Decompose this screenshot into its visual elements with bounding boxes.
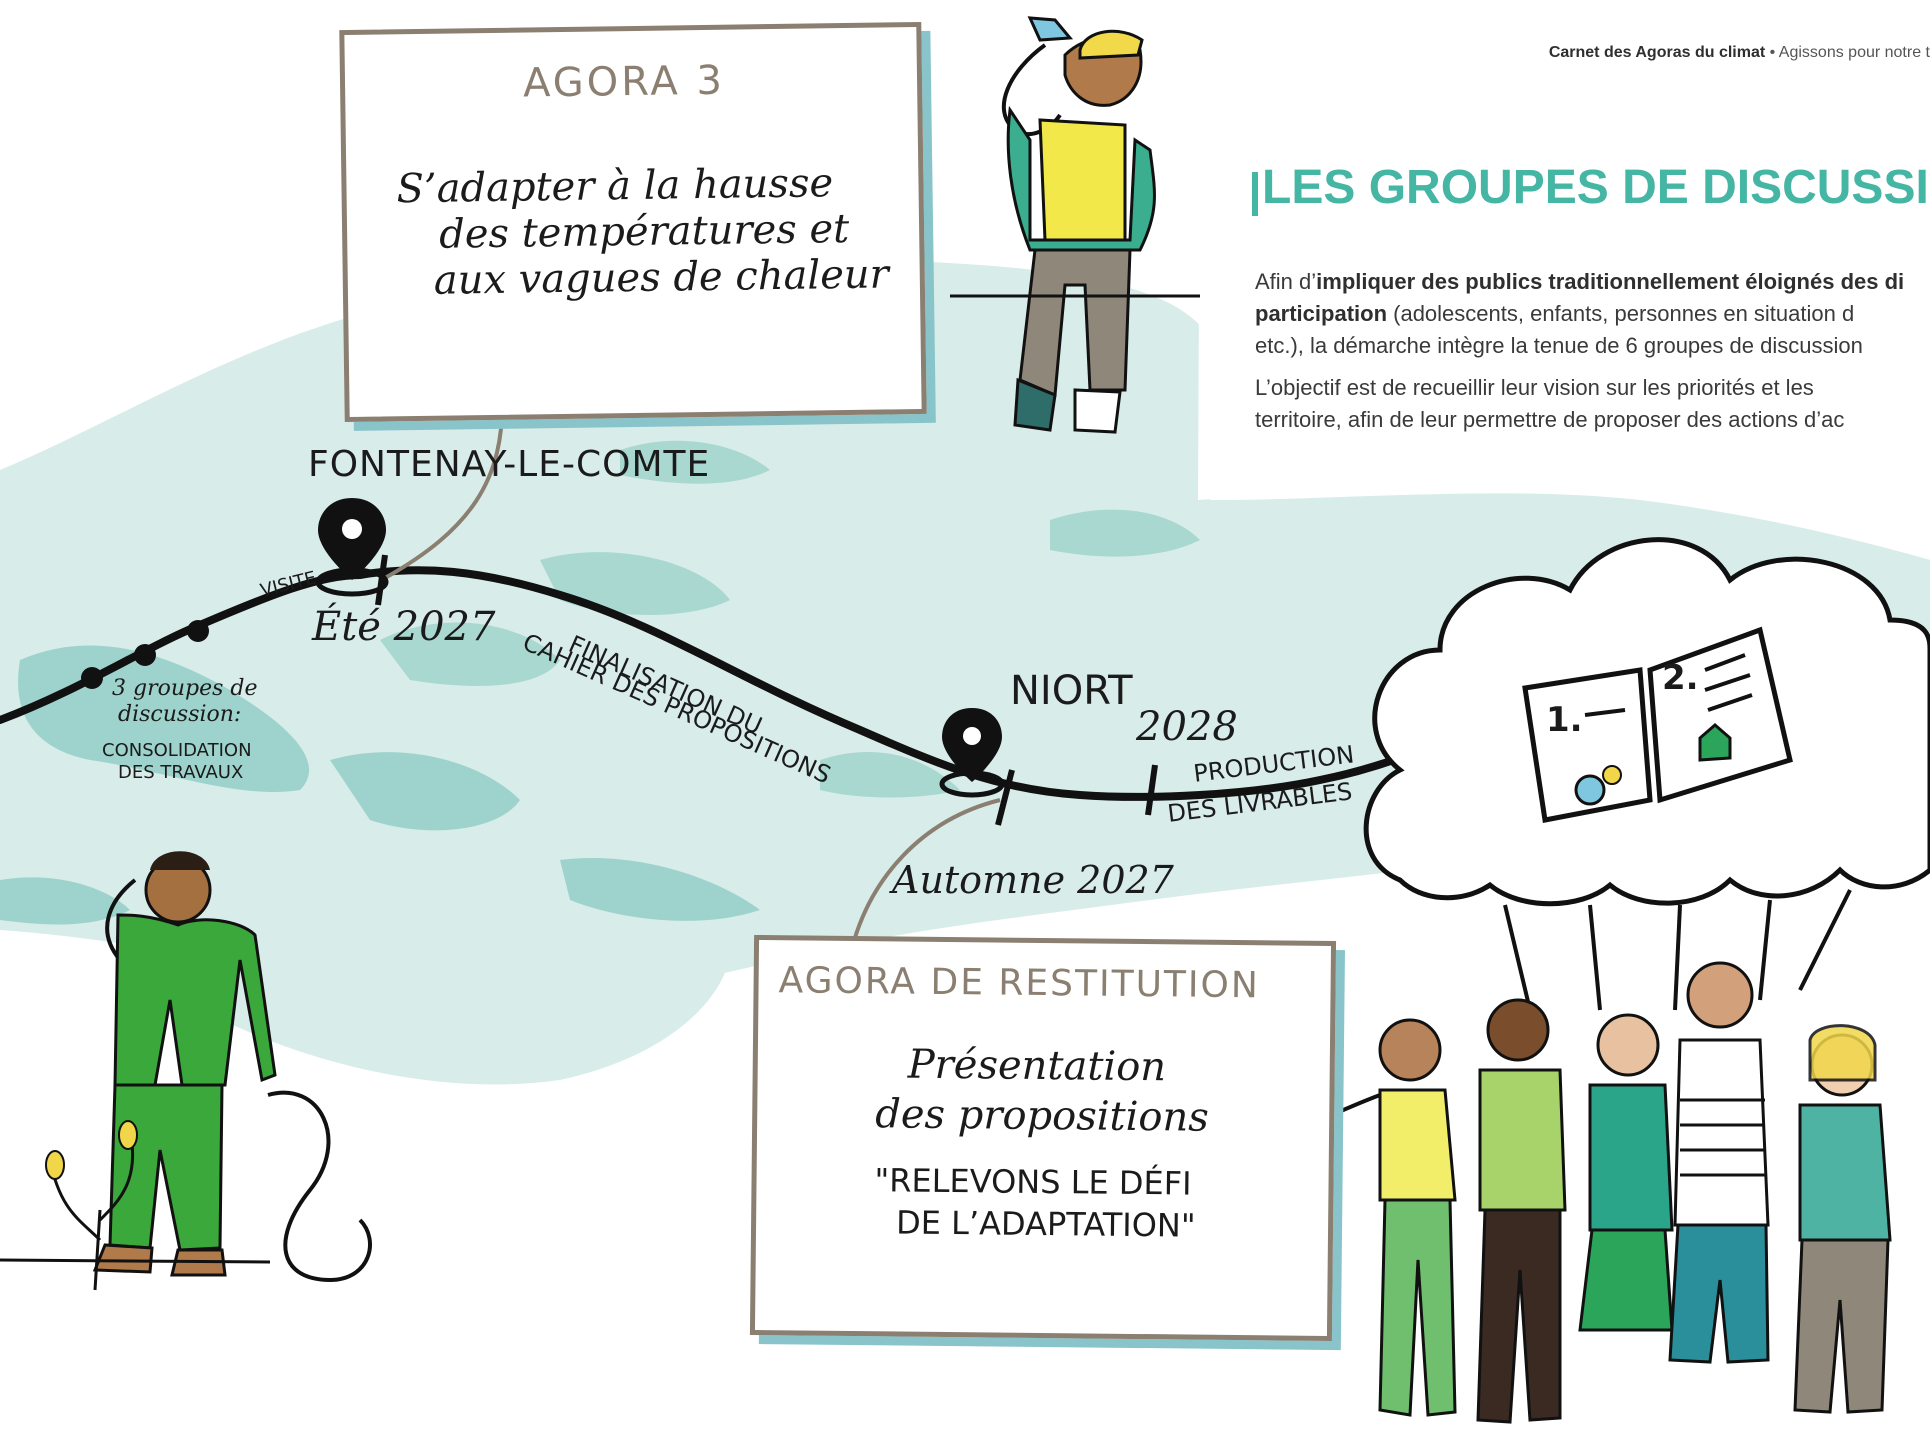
label-automne-2027: Automne 2027 [892,858,1174,902]
agora3-line-1: S’adapter à la hausse [396,160,834,213]
restitution-quote-2: DE L’ADAPTATION" [895,1203,1196,1245]
ray-5 [1798,889,1852,991]
worker-drinking-figure [950,16,1200,434]
ray-2 [1588,904,1602,1011]
paragraph-2-line-2: territoire, afin de leur permettre de pr… [1255,407,1845,432]
open-book-icon [1522,626,1793,823]
timeline-dot-3 [187,620,209,642]
label-niort: NIORT [1010,668,1133,714]
label-groupes-1: 3 groupes de [112,676,258,701]
map-lake-4 [540,552,730,615]
ray-3 [1673,904,1682,1011]
para1-line2-a: participation [1255,301,1388,326]
paragraph-1-line-2: participation (adolescents, enfants, per… [1255,298,1854,330]
label-ete-2027: Été 2027 [312,604,496,650]
paragraph-2-line-1: L’objectif est de recueillir leur vision… [1255,375,1814,400]
timeline-tick-2028 [1145,764,1158,816]
text-card [1198,70,1930,500]
agora3-box: AGORA 3 S’adapter à la hausse des tempér… [339,21,927,423]
ray-1 [1503,904,1532,1011]
map-lake-7 [0,877,130,925]
pin-niort-icon [939,708,1005,798]
pin-fontenay-icon [315,498,389,597]
map-lake-8 [1050,509,1200,557]
timeline-tick-ete [375,554,388,606]
paragraph-1-line-1: Afin d’impliquer des publics traditionne… [1255,266,1904,298]
map-lake-2 [330,752,520,831]
worker-overalls-figure [0,851,372,1291]
label-groupes-4: DES TRAVAUX [118,762,244,783]
label-2028: 2028 [1136,704,1238,750]
book-page-1-number: 1. [1546,700,1583,740]
agora3-line-2: des températures et [438,205,850,258]
connector-agora3 [384,394,505,580]
para1-line1-b: impliquer des publics traditionnellement… [1316,269,1905,294]
paragraph-1-line-3: etc.), la démarche intègre la tenue de 6… [1255,333,1863,358]
timeline-dot-2 [134,644,156,666]
header-separator: • [1765,44,1779,61]
para1-line1-a: Afin d’ [1255,269,1317,294]
group-of-people-figure [1274,961,1892,1424]
restitution-line-1: Présentation [907,1041,1167,1091]
timeline-tick-automne [995,769,1015,826]
publication-header: Carnet des Agoras du climat • Agissons p… [1549,44,1930,62]
map-lake-5 [560,858,760,921]
restitution-title: AGORA DE RESTITUTION [778,960,1261,1007]
book-page-2-number: 2. [1662,658,1699,698]
label-groupes-3: CONSOLIDATION [102,740,252,761]
para1-line2-b: (adolescents, enfants, personnes en situ… [1387,301,1855,326]
publication-name: Carnet des Agoras du climat [1548,44,1766,61]
section-title: LES GROUPES DE DISCUSSION [1262,161,1930,214]
publication-subtitle: Agissons pour notre t [1778,44,1930,61]
title-accent-bar [1252,172,1258,216]
restitution-line-2: des propositions [874,1091,1210,1141]
restitution-quote-1: "RELEVONS LE DÉFI [874,1161,1192,1203]
restitution-box: AGORA DE RESTITUTION Présentation des pr… [749,934,1337,1342]
agora3-line-3: aux vagues de chaleur [433,251,890,304]
label-fontenay: FONTENAY-LE-COMTE [308,444,711,485]
timeline-path [0,566,1444,801]
label-groupes-2: discussion: [118,702,242,727]
map-lake-3 [380,622,560,686]
map-lake-6 [820,751,960,798]
ray-4 [1758,899,1772,1001]
agora3-title: AGORA 3 [522,57,726,107]
thought-cloud-icon [1363,537,1930,907]
timeline-dot-1 [81,667,103,689]
map-lake-9 [620,440,770,484]
connector-restitution [850,798,1001,949]
